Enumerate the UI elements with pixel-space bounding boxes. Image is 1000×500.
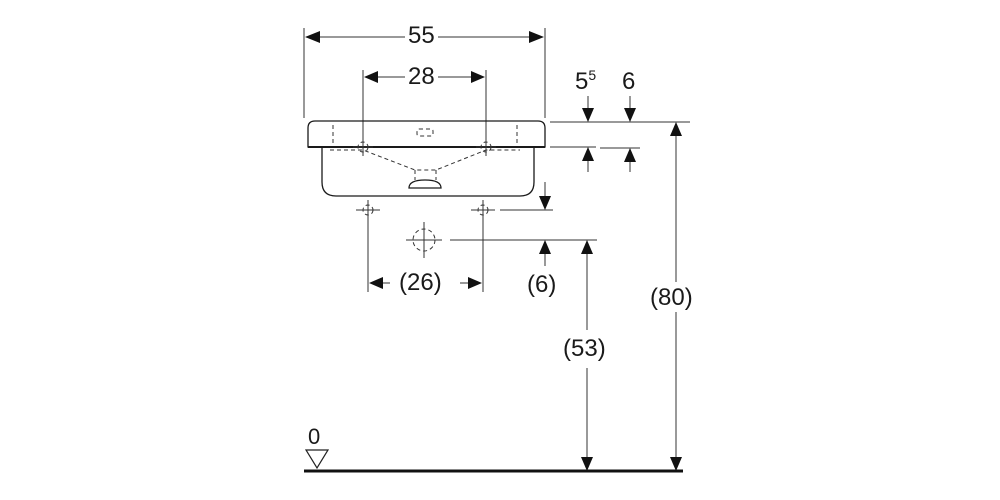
- dim-drain-offset: (6): [524, 273, 560, 297]
- level-marker-icon: [304, 449, 330, 470]
- dim-rim-right: 6: [619, 70, 639, 94]
- dim-drain-height: (53): [560, 337, 609, 361]
- dim-rim-height: (80): [647, 286, 696, 310]
- supply-left-marker: [356, 200, 380, 292]
- floor-level-label: 0: [305, 426, 324, 448]
- supply-right-marker: [471, 200, 495, 292]
- dim-rim-left-sup: 5: [588, 67, 597, 83]
- drain-marker: [406, 222, 442, 258]
- dim-overall-width: 55: [405, 24, 438, 48]
- dim-supply-spacing: (26): [396, 271, 445, 295]
- dim-rim-left: 55: [572, 67, 600, 95]
- dim-rim-left-value: 5: [575, 68, 589, 95]
- dim-tap-spacing: 28: [405, 65, 438, 89]
